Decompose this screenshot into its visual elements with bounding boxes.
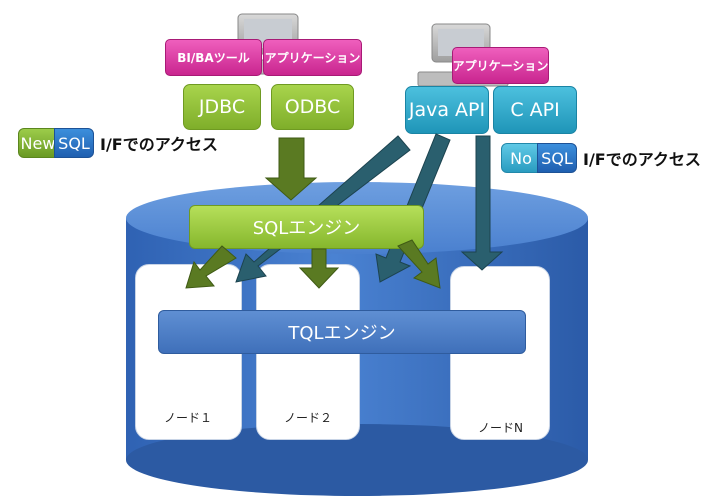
node-n-label: ノードN bbox=[478, 421, 523, 435]
application-label-right: アプリケーション bbox=[452, 59, 549, 73]
new-segment: New bbox=[18, 128, 58, 158]
nosql-badge: No SQL I/Fでのアクセス bbox=[501, 143, 701, 173]
arrow-sql-to-node-2 bbox=[298, 248, 340, 289]
sql-segment: SQL bbox=[54, 128, 94, 158]
new-label: New bbox=[20, 133, 56, 153]
sql-engine-label: SQLエンジン bbox=[252, 218, 361, 239]
odbc-label: ODBC bbox=[284, 96, 341, 118]
java-api-box: Java API bbox=[405, 86, 489, 134]
sql-segment: SQL bbox=[537, 143, 577, 173]
sql-label: SQL bbox=[541, 148, 573, 168]
application-box-left: アプリケーション bbox=[263, 39, 362, 76]
node-1-label: ノード１ bbox=[164, 411, 213, 425]
bi-ba-tool-label: BI/BAツール bbox=[177, 51, 250, 65]
odbc-box: ODBC bbox=[271, 84, 354, 130]
node-2-label: ノード２ bbox=[284, 411, 333, 425]
sql-engine-box: SQLエンジン bbox=[189, 205, 424, 249]
jdbc-box: JDBC bbox=[183, 84, 261, 130]
arrow-to-sql-engine bbox=[264, 137, 318, 201]
no-label: No bbox=[510, 148, 532, 168]
application-label-left: アプリケーション bbox=[264, 51, 361, 65]
c-api-label: C API bbox=[510, 99, 560, 121]
arrow-sql-to-node-gap bbox=[397, 239, 441, 289]
jdbc-label: JDBC bbox=[198, 96, 246, 118]
tql-engine-box: TQLエンジン bbox=[158, 310, 526, 354]
java-api-label: Java API bbox=[408, 99, 486, 121]
application-box-right: アプリケーション bbox=[452, 47, 549, 84]
newsql-badge: New SQL I/Fでのアクセス bbox=[18, 128, 218, 158]
sql-label: SQL bbox=[58, 133, 90, 153]
no-segment: No bbox=[501, 143, 541, 173]
arrow-sql-to-node-1 bbox=[185, 245, 237, 289]
c-api-box: C API bbox=[493, 86, 577, 134]
tql-engine-label: TQLエンジン bbox=[288, 323, 396, 344]
nosql-access-text: I/Fでのアクセス bbox=[583, 150, 701, 169]
bi-ba-tool-box: BI/BAツール bbox=[165, 39, 262, 76]
arrow-capi-to-node-n bbox=[460, 135, 504, 271]
newsql-access-text: I/Fでのアクセス bbox=[100, 135, 218, 154]
